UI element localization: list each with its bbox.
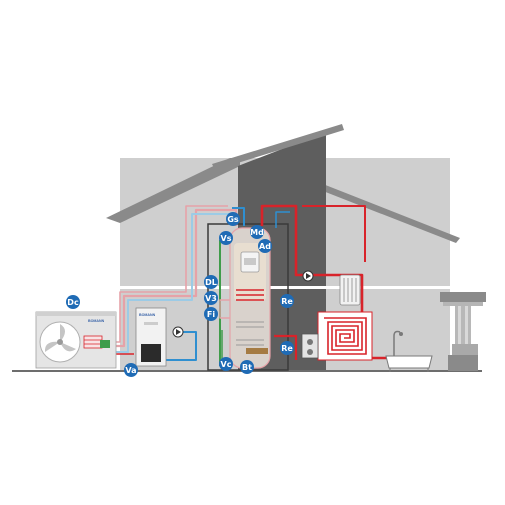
fan-icon (44, 324, 76, 352)
warm-pipe-upper (108, 208, 238, 348)
heating-element (246, 348, 268, 354)
lower-coil (236, 321, 264, 346)
badge-fi-label: Fi (207, 310, 215, 319)
badge-va[interactable]: Va (124, 363, 138, 377)
badge-re-lower[interactable]: Re (280, 341, 294, 355)
badge-dc[interactable]: Dc (66, 295, 80, 309)
manifold-unit (301, 333, 319, 359)
warm-pipe-lower (108, 205, 228, 343)
badge-re-lower-label: Re (281, 344, 293, 353)
badge-vs[interactable]: Vs (219, 231, 233, 245)
roof-left (106, 158, 240, 223)
cool-pipe-upper (112, 213, 232, 353)
badge-v3[interactable]: V3 (204, 291, 218, 305)
warm-pipe-tank (219, 299, 230, 319)
cold-pipe-right (275, 211, 290, 228)
hot-pipe-right (302, 205, 366, 262)
badge-vs-label: Vs (221, 234, 232, 243)
badge-ad-label: Ad (259, 242, 271, 251)
badge-ad[interactable]: Ad (258, 239, 272, 253)
upper-coil (236, 289, 264, 301)
badge-dc-label: Dc (67, 298, 79, 307)
floor-divider (120, 286, 450, 289)
badge-v3-label: V3 (205, 294, 217, 303)
badge-vc-label: Vc (221, 360, 232, 369)
shower-pipe (393, 330, 401, 356)
badge-bt-label: Bt (242, 363, 252, 372)
badge-va-label: Va (125, 366, 136, 375)
floor-heating-panel (317, 311, 373, 361)
badge-dl[interactable]: DL (204, 275, 218, 289)
badge-dl-label: DL (205, 278, 217, 287)
circulation-pump-left (172, 326, 184, 338)
porch (440, 292, 486, 371)
indoor-brand-label: BOMANN (139, 313, 156, 317)
roof-top (212, 124, 344, 170)
badge-bt[interactable]: Bt (240, 360, 254, 374)
badge-md[interactable]: Md (250, 225, 264, 239)
badge-gs[interactable]: Gs (226, 212, 240, 226)
outdoor-heat-pump: BOMANN (35, 311, 117, 369)
badges: Gs Md Vs Ad DL V3 Re Fi (66, 212, 294, 377)
cold-pipe-tank (232, 207, 245, 226)
badge-re-upper-label: Re (281, 297, 293, 306)
outdoor-brand-label: BOMANN (88, 319, 105, 323)
badge-vc[interactable]: Vc (219, 357, 233, 371)
hot-pipe-lower (274, 334, 298, 360)
bathtub (385, 330, 433, 372)
circulation-pump-right (302, 270, 314, 282)
badge-gs-label: Gs (227, 215, 239, 224)
badge-re-upper[interactable]: Re (280, 294, 294, 308)
badge-fi[interactable]: Fi (204, 307, 218, 321)
roof-right (300, 175, 460, 243)
indoor-hydro-unit: BOMANN (135, 307, 167, 367)
badge-md-label: Md (250, 228, 264, 237)
radiator (339, 274, 361, 306)
